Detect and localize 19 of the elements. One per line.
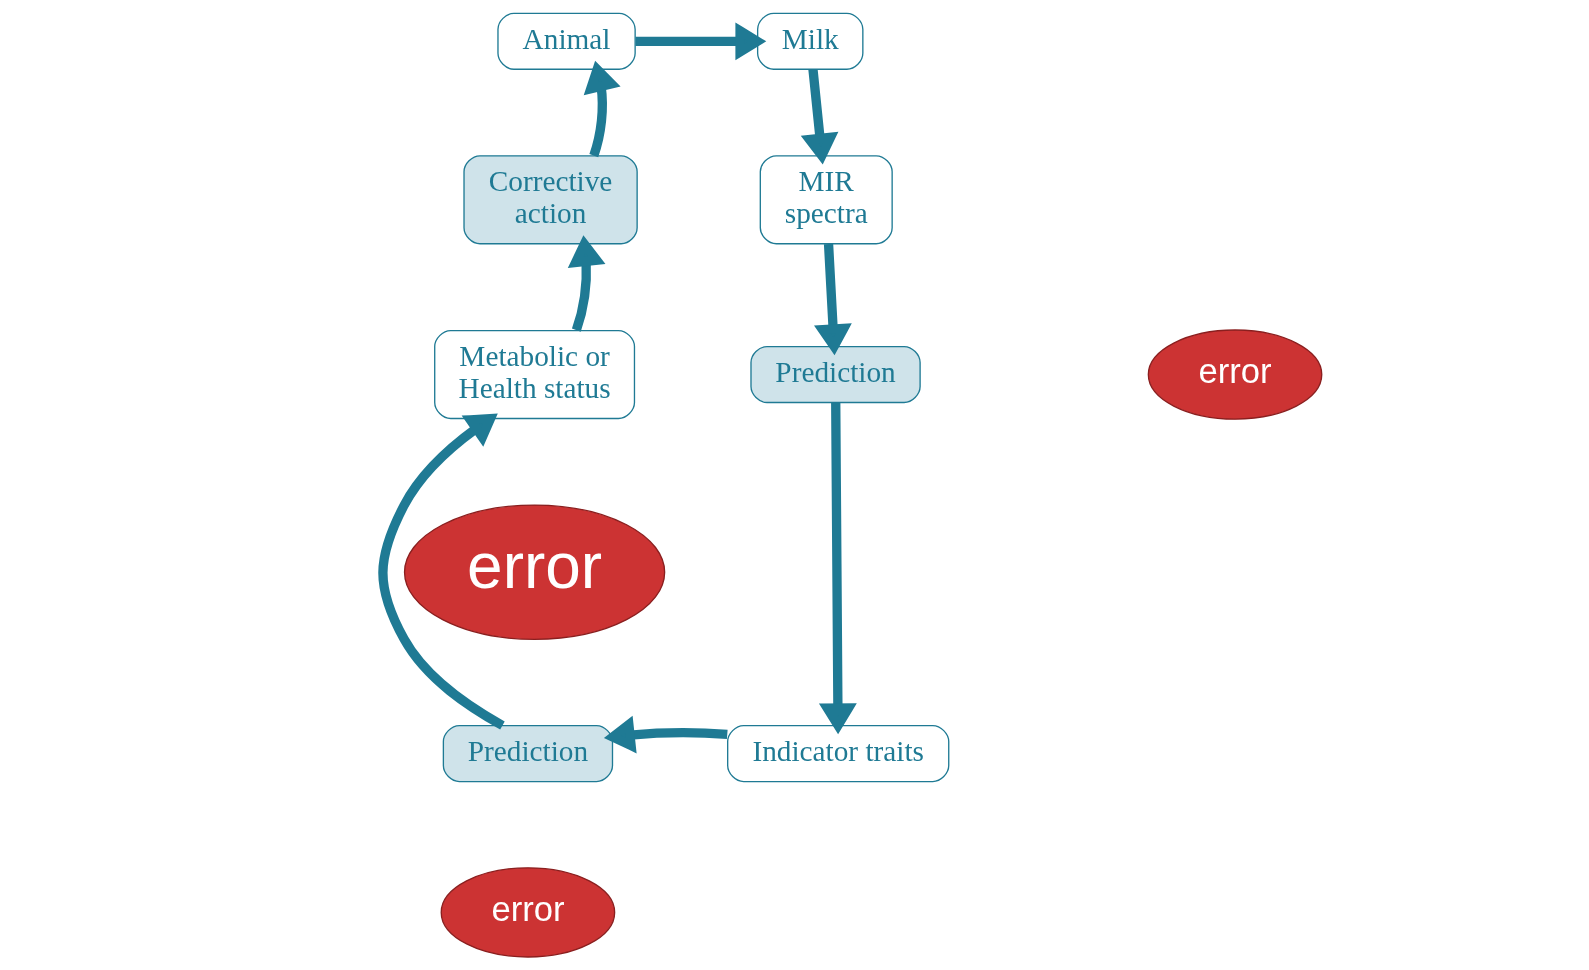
arrow: [813, 243, 852, 356]
node-ellipse: error: [403, 504, 665, 641]
node-box: Prediction: [749, 345, 921, 404]
node-ellipse: error: [1147, 329, 1322, 420]
node-box: Corrective action: [462, 155, 638, 245]
arrow: [818, 402, 857, 735]
arrow: [567, 235, 605, 332]
node-box: Milk: [756, 12, 863, 70]
arrow: [800, 68, 838, 165]
node-box: Prediction: [442, 724, 613, 783]
node-box: Indicator traits: [726, 724, 949, 783]
arrow: [377, 413, 505, 730]
node-box: Animal: [496, 12, 636, 70]
node-box: Metabolic or Health status: [433, 329, 635, 420]
arrow: [583, 60, 621, 158]
node-ellipse: error: [440, 867, 615, 958]
node-box: MIR spectra: [759, 155, 893, 245]
arrow: [603, 715, 728, 754]
arrow: [635, 22, 766, 61]
